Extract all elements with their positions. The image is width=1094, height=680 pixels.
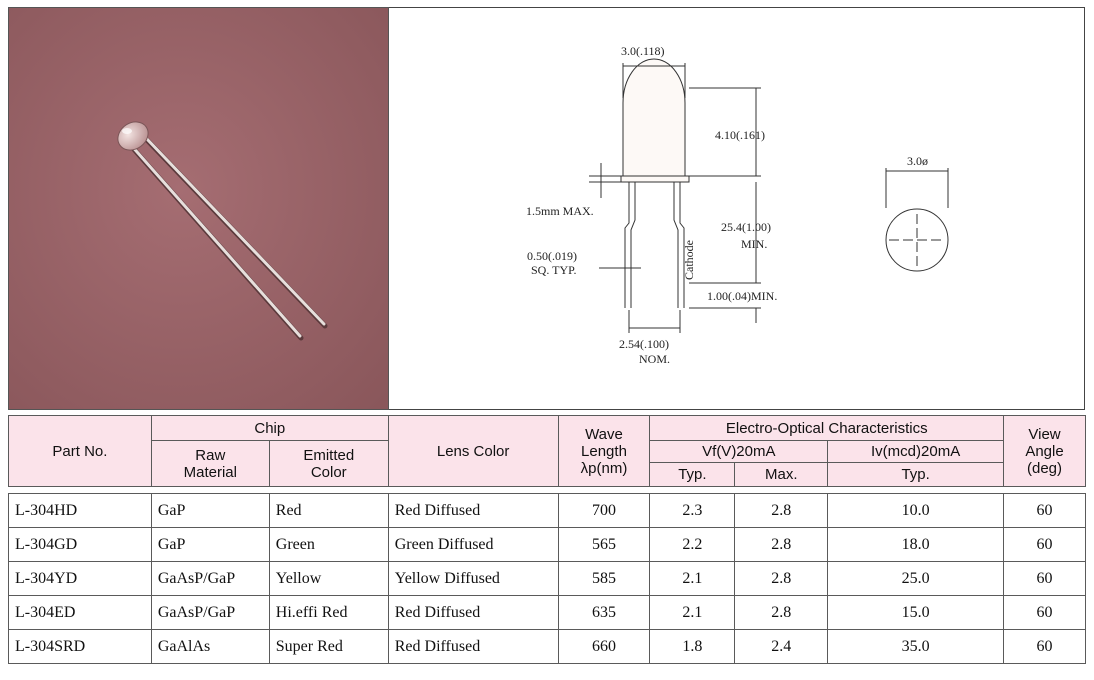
table-row: L-304YD GaAsP/GaP Yellow Yellow Diffused… (8, 561, 1086, 596)
led-photo-illustration (9, 8, 388, 409)
dim-lead-min-label: MIN. (741, 237, 767, 251)
cell-lens: Red Diffused (387, 595, 559, 630)
header-vf-typ: Typ. (649, 462, 736, 487)
dim-width-label: 3.0(.118) (621, 44, 665, 58)
cell-wave: 565 (557, 527, 651, 562)
cell-material: GaAsP/GaP (150, 561, 270, 596)
header-wave-line-1: Wave (585, 425, 623, 443)
header-part-no: Part No. (8, 415, 152, 487)
cell-iv-typ: 10.0 (827, 493, 1005, 528)
dimension-drawing: 3.0(.118) 4.10(.161) 1.5mm MAX. 25.4(1.0… (389, 7, 1085, 410)
cell-angle: 60 (1003, 493, 1086, 528)
header-wave-line-2: Length (581, 442, 627, 460)
dim-pitch-note: NOM. (639, 352, 670, 366)
cell-material: GaAlAs (150, 629, 270, 664)
cell-vf-typ: 2.1 (649, 595, 736, 630)
header-iv-typ: Typ. (827, 462, 1005, 487)
cell-lens: Red Diffused (387, 493, 559, 528)
dim-height-label: 4.10(.161) (715, 128, 765, 142)
cell-material: GaP (150, 527, 270, 562)
led-product-photo (8, 7, 389, 410)
cell-vf-max: 2.8 (734, 561, 829, 596)
cell-angle: 60 (1003, 595, 1086, 630)
dim-lead-size-note: SQ. TYP. (531, 263, 576, 277)
header-electro-optical: Electro-Optical Characteristics (649, 415, 1005, 441)
cell-vf-typ: 2.2 (649, 527, 736, 562)
table-row: L-304ED GaAsP/GaP Hi.effi Red Red Diffus… (8, 595, 1086, 630)
header-emitted-color: Emitted Color (268, 440, 389, 487)
header-iv: Iv(mcd)20mA (827, 440, 1005, 463)
header-lens-color: Lens Color (387, 415, 559, 487)
cell-part: L-304HD (8, 493, 152, 528)
cell-emitted: Hi.effi Red (268, 595, 389, 630)
header-vf-max: Max. (734, 462, 829, 487)
cell-angle: 60 (1003, 629, 1086, 664)
cell-vf-typ: 1.8 (649, 629, 736, 664)
cell-material: GaAsP/GaP (150, 595, 270, 630)
cell-vf-max: 2.8 (734, 595, 829, 630)
cell-part: L-304SRD (8, 629, 152, 664)
table-gap-cell (8, 486, 1086, 494)
cell-wave: 585 (557, 561, 651, 596)
header-wave-line-3: λp(nm) (580, 459, 628, 477)
table-row: L-304SRD GaAlAs Super Red Red Diffused 6… (8, 629, 1086, 664)
header-view-line-2: Angle (1025, 442, 1064, 460)
cell-material: GaP (150, 493, 270, 528)
dim-lead-length-label: 25.4(1.00) (721, 220, 771, 234)
dimension-drawing-svg: 3.0(.118) 4.10(.161) 1.5mm MAX. 25.4(1.0… (526, 44, 949, 366)
cell-part: L-304YD (8, 561, 152, 596)
header-chip: Chip (150, 415, 389, 441)
cell-iv-typ: 35.0 (827, 629, 1005, 664)
cell-emitted: Super Red (268, 629, 389, 664)
header-wave-length: Wave Length λp(nm) (557, 415, 651, 487)
cell-part: L-304GD (8, 527, 152, 562)
cell-part: L-304ED (8, 595, 152, 630)
cell-emitted: Yellow (268, 561, 389, 596)
cell-iv-typ: 18.0 (827, 527, 1005, 562)
cell-lens: Yellow Diffused (387, 561, 559, 596)
dim-lead-size-label: 0.50(.019) (527, 249, 577, 263)
header-view-line-1: View (1028, 425, 1061, 443)
cell-lens: Red Diffused (387, 629, 559, 664)
cell-angle: 60 (1003, 561, 1086, 596)
dim-max-label: 1.5mm MAX. (526, 204, 594, 218)
table-row: L-304HD GaP Red Red Diffused 700 2.3 2.8… (8, 493, 1086, 528)
cell-vf-typ: 2.3 (649, 493, 736, 528)
header-vf: Vf(V)20mA (649, 440, 829, 463)
header-view-line-3: (deg) (1027, 459, 1063, 477)
cell-vf-typ: 2.1 (649, 561, 736, 596)
dim-gap-label: 1.00(.04)MIN. (707, 289, 777, 303)
cell-wave: 635 (557, 595, 651, 630)
dim-pitch-label: 2.54(.100) (619, 337, 669, 351)
spec-table-body: L-304HD GaP Red Red Diffused 700 2.3 2.8… (8, 486, 1086, 664)
cell-iv-typ: 15.0 (827, 595, 1005, 630)
spec-table: Part No. Chip Lens Color Wave Length λp(… (8, 415, 1086, 664)
cathode-label: Cathode (682, 240, 696, 280)
spec-table-header: Part No. Chip Lens Color Wave Length λp(… (8, 415, 1086, 487)
cell-wave: 700 (557, 493, 651, 528)
cell-iv-typ: 25.0 (827, 561, 1005, 596)
cell-vf-max: 2.8 (734, 493, 829, 528)
cell-emitted: Green (268, 527, 389, 562)
header-view-angle: View Angle (deg) (1003, 415, 1086, 487)
cell-vf-max: 2.8 (734, 527, 829, 562)
cell-emitted: Red (268, 493, 389, 528)
cell-vf-max: 2.4 (734, 629, 829, 664)
cell-angle: 60 (1003, 527, 1086, 562)
table-gap-row (8, 486, 1086, 494)
table-row: L-304GD GaP Green Green Diffused 565 2.2… (8, 527, 1086, 562)
dim-diameter-label: 3.0ø (907, 154, 928, 168)
header-raw-material: Raw Material (150, 440, 270, 487)
cell-wave: 660 (557, 629, 651, 664)
cell-lens: Green Diffused (387, 527, 559, 562)
